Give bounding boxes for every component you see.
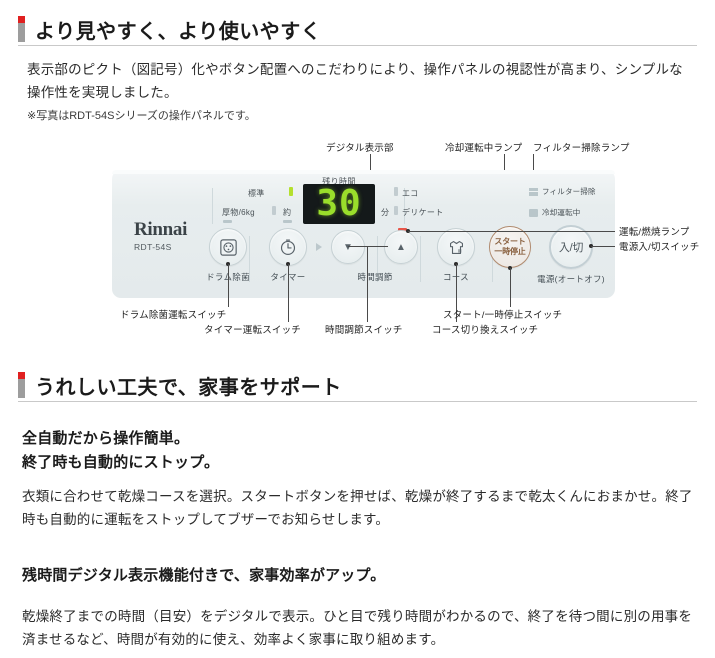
callout-drum-sterilize-switch: ドラム除菌運転スイッチ <box>120 310 227 321</box>
section-2-paragraph-1: 衣類に合わせて乾燥コースを選択。スタートボタンを押せば、乾燥が終了するまで乾太く… <box>22 489 693 527</box>
leader-start-switch <box>510 268 511 307</box>
indicator-seg-thick <box>272 206 276 215</box>
control-panel-diagram: デジタル表示部 冷却運転中ランプ フィルター掃除ランプ Rinnai RDT-5… <box>0 136 715 358</box>
panel-divider-5 <box>212 188 213 224</box>
timer-caption: タイマー <box>258 271 318 283</box>
time-decrease-button[interactable]: ▼ <box>331 230 365 264</box>
section-1-title: より見やすく、より使いやすく <box>35 21 322 43</box>
triangle-down-icon: ▼ <box>343 241 353 253</box>
drum-sterilize-caption: ドラム除菌 <box>198 271 258 283</box>
heading-marker-icon-2 <box>18 372 25 398</box>
callout-digital-display: デジタル表示部 <box>326 143 394 154</box>
digital-display: 30 <box>303 184 375 224</box>
callout-start-pause-switch: スタート/一時停止スイッチ <box>443 310 563 321</box>
section-2-paragraph-2: 乾燥終了までの時間（目安）をデジタルで表示。ひと目で残り時間がわかるので、終了を… <box>22 609 693 647</box>
display-caption: 残り時間 <box>322 177 356 186</box>
course-caption: コース <box>426 271 486 283</box>
heading-marker-icon <box>18 16 25 42</box>
timer-button[interactable] <box>269 228 307 266</box>
callout-filter-lamp: フィルター掃除ランプ <box>533 143 630 154</box>
lamp-filter-clean: フィルター掃除 <box>529 186 596 197</box>
leader-drum-switch <box>228 264 229 307</box>
callout-power-switch: 電源入/切スイッチ <box>619 242 700 253</box>
section-heading-1: より見やすく、より使いやすく <box>18 12 697 46</box>
start-label-line1: スタート <box>494 237 526 246</box>
indicator-label-thick: 厚物/6kg <box>222 208 255 217</box>
filter-grid-icon <box>529 187 538 196</box>
time-adjust-caption: 時間調節 <box>357 272 393 282</box>
button-dash-drum <box>223 220 232 223</box>
leader-operation-lamp <box>408 231 615 232</box>
callout-cooling-lamp: 冷却運転中ランプ <box>445 143 523 154</box>
brand-block: Rinnai RDT-54S <box>134 220 187 252</box>
leader-course-switch <box>456 264 457 322</box>
power-button[interactable]: 入/切 <box>549 225 593 269</box>
panel-divider-2 <box>377 236 378 282</box>
lamp-cooling: 冷却運転中 <box>529 207 581 218</box>
display-suffix: 分 <box>381 208 390 217</box>
shirt-icon <box>449 240 463 254</box>
section-2-lead1-line2: 終了時も自動的にストップ。 <box>22 454 220 471</box>
start-pause-icon: スタート 一時停止 <box>494 237 525 257</box>
panel-divider-3 <box>420 236 421 282</box>
section-1-note: ※写真はRDT-54Sシリーズの操作パネルです。 <box>27 110 256 122</box>
play-triangle-icon <box>316 243 322 251</box>
panel-divider-6 <box>404 188 405 224</box>
button-dash-timer <box>283 220 292 223</box>
time-increase-button[interactable]: ▲ <box>384 230 418 264</box>
section-2-lead2: 残時間デジタル表示機能付きで、家事効率がアップ。 <box>22 567 386 584</box>
leader-time-adjust-v <box>367 246 368 322</box>
indicator-label-delicate: デリケート <box>402 208 444 217</box>
callout-course-switch: コース切り換えスイッチ <box>432 325 539 336</box>
power-icon: 入/切 <box>558 242 584 254</box>
indicator-label-standard: 標準 <box>248 189 265 198</box>
callout-timer-switch: タイマー運転スイッチ <box>204 325 302 336</box>
leader-timer-switch <box>288 264 289 322</box>
clock-icon <box>280 239 296 255</box>
leader-power-switch <box>591 246 615 247</box>
indicator-seg-delicate <box>394 206 398 215</box>
section-2-lead1-line1: 全自動だから操作簡単。 <box>22 430 190 447</box>
panel-divider-1 <box>249 236 250 282</box>
start-pause-button[interactable]: スタート 一時停止 <box>489 226 531 268</box>
power-caption: 電源(オートオフ) <box>537 274 605 284</box>
lamp-label-filter-clean: フィルター掃除 <box>542 187 596 196</box>
triangle-up-icon: ▲ <box>396 241 406 253</box>
section-1-paragraph: 表示部のピクト（図記号）化やボタン配置へのこだわりにより、操作パネルの視認性が高… <box>27 62 683 100</box>
start-label-line2: 一時停止 <box>494 247 526 256</box>
drum-icon <box>219 238 237 256</box>
lamp-chip-icon <box>529 208 538 217</box>
callout-time-adjust-switch: 時間調節スイッチ <box>325 325 403 336</box>
indicator-seg-eco <box>394 187 398 196</box>
remaining-time-value: 30 <box>316 183 362 224</box>
display-prefix: 約 <box>283 208 292 217</box>
leader-time-adjust-h <box>348 246 388 247</box>
lamp-label-cooling: 冷却運転中 <box>542 208 581 217</box>
drum-sterilize-button[interactable] <box>209 228 247 266</box>
indicator-label-eco: エコ <box>402 189 419 198</box>
indicator-seg-standard <box>289 187 293 196</box>
section-2-title: うれしい工夫で、家事をサポート <box>35 377 342 399</box>
section-heading-2: うれしい工夫で、家事をサポート <box>18 368 697 402</box>
model-number: RDT-54S <box>134 242 172 252</box>
course-button[interactable] <box>437 228 475 266</box>
brand-name: Rinnai <box>134 219 188 240</box>
callout-operation-burn-lamp: 運転/燃焼ランプ <box>619 227 690 238</box>
